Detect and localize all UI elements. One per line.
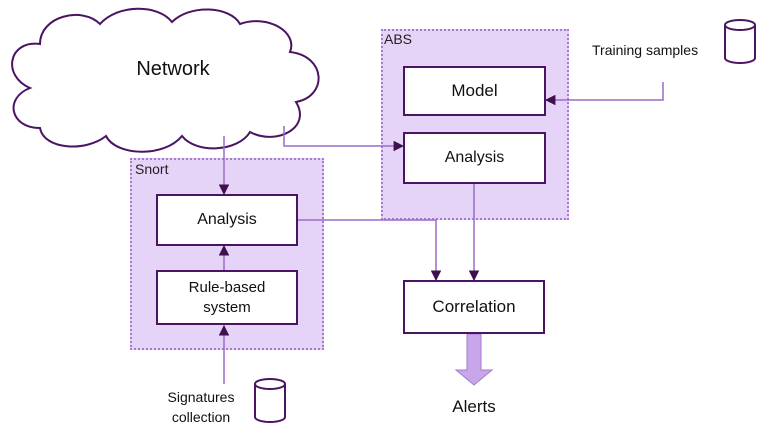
abs-group-label: ABS: [384, 31, 413, 47]
abs-analysis-box: Analysis: [403, 132, 546, 184]
alerts-label: Alerts: [452, 397, 496, 416]
signatures-collection-label: Signatures collection: [167, 389, 235, 426]
abs-group: [381, 29, 569, 220]
network-label: Network: [136, 58, 210, 80]
training-samples-label: Training samples: [592, 42, 699, 58]
snort-group-label: Snort: [135, 161, 169, 177]
training-db-body: [724, 25, 756, 64]
rule-based-system-label: Rule-based system: [188, 279, 266, 316]
rule-based-system-box: Rule-based system: [156, 270, 298, 325]
correlation-box: Correlation: [403, 280, 545, 334]
snort-analysis-box: Analysis: [156, 194, 298, 246]
model-box: Model: [403, 66, 546, 116]
alerts-arrow: [454, 333, 494, 386]
signatures-db-body: [254, 384, 286, 423]
